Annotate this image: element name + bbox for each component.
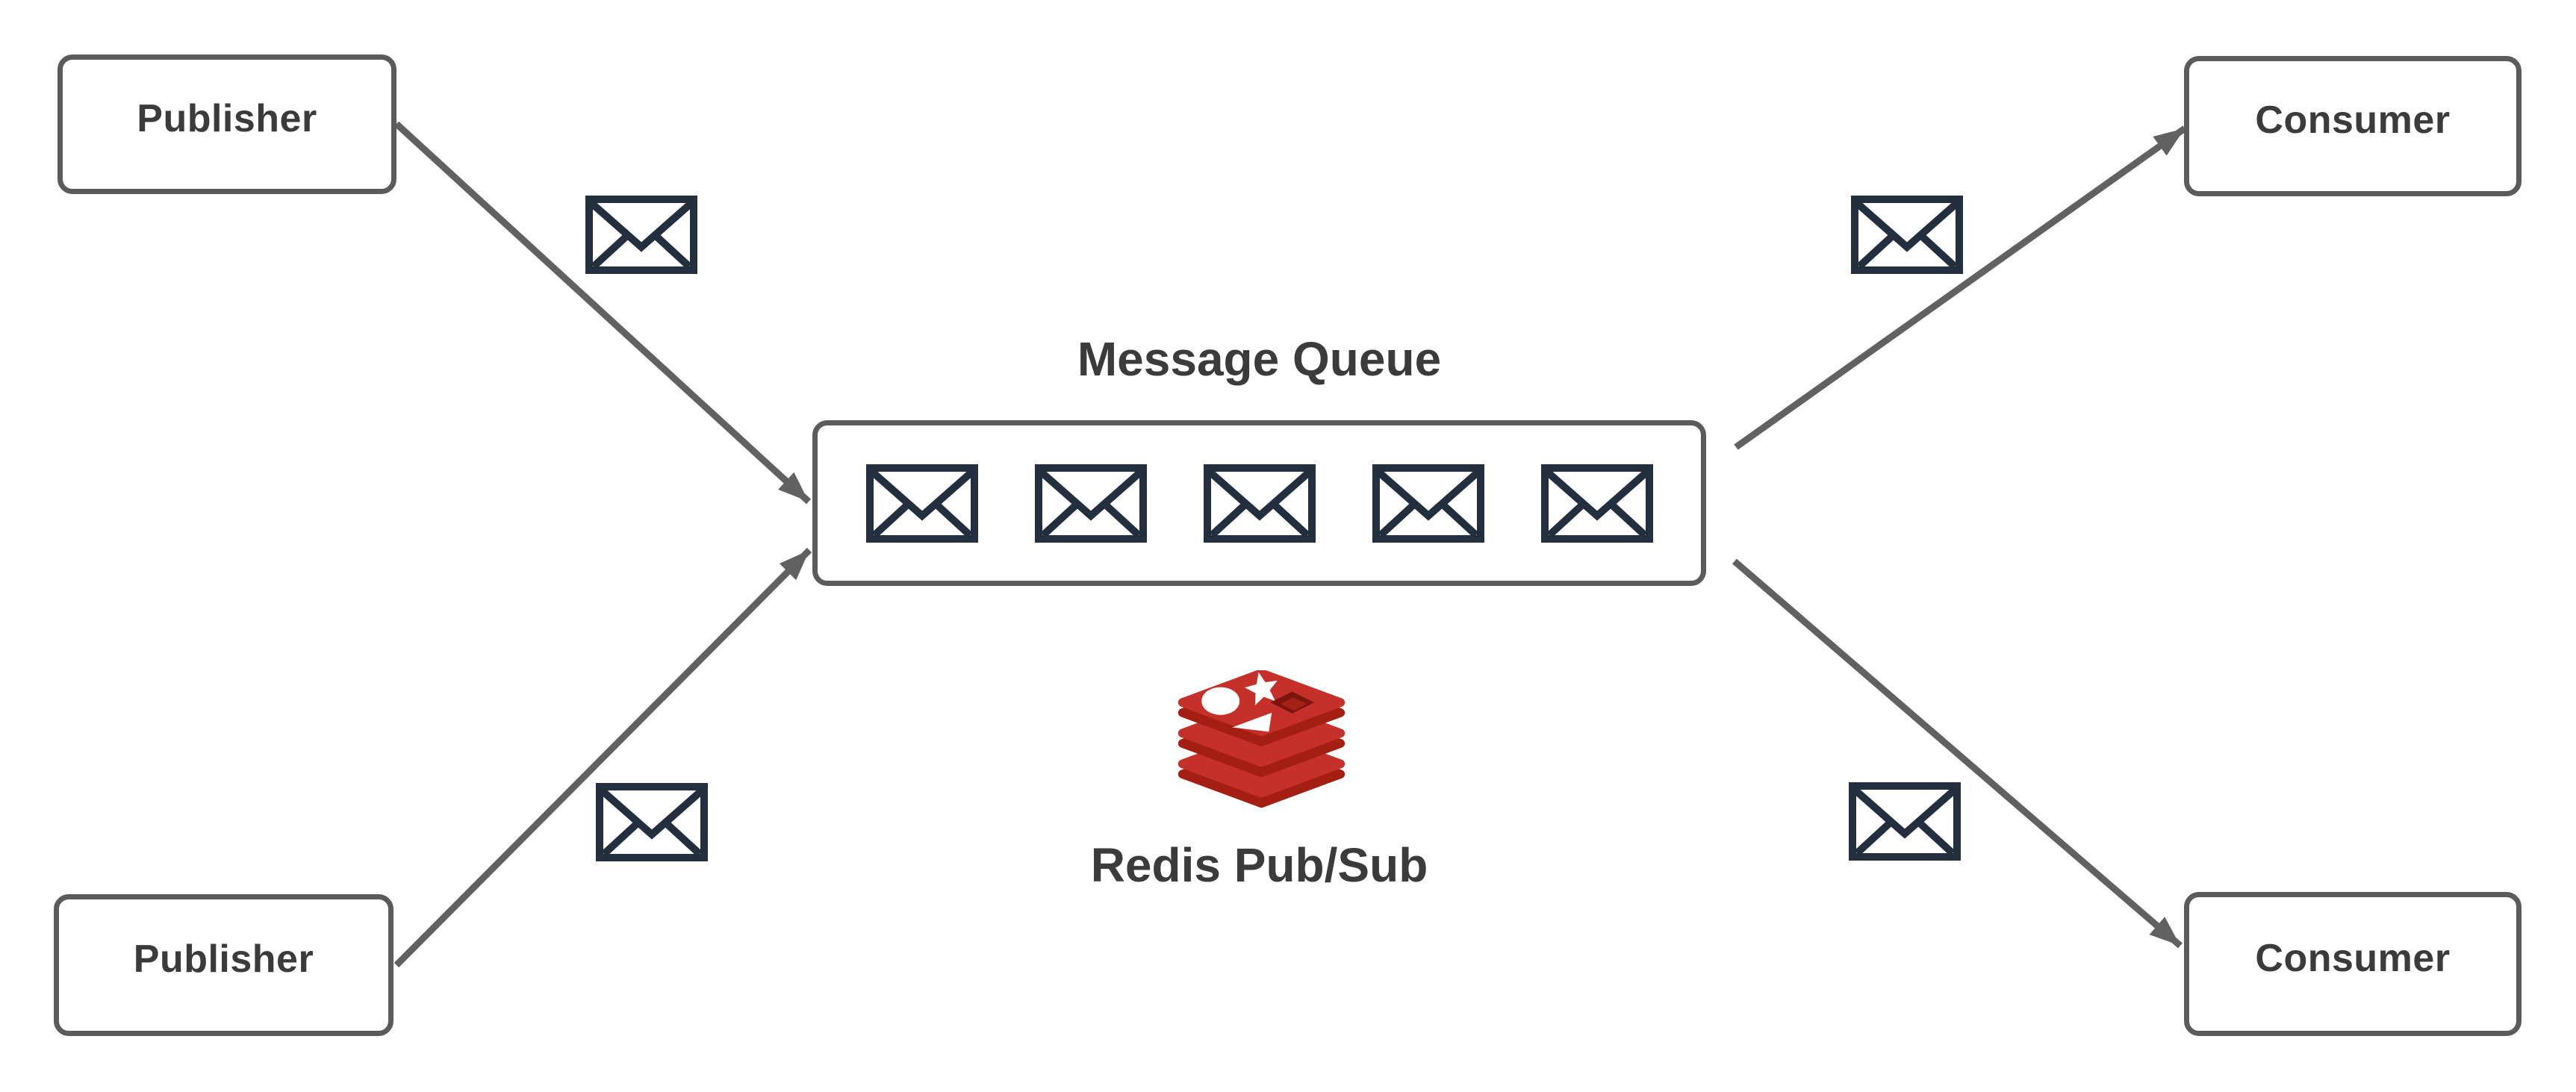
publisher-top-node: Publisher [57, 54, 396, 194]
consumer-bottom-label: Consumer [2255, 936, 2451, 980]
redis-pubsub-label: Redis Pub/Sub [1090, 838, 1428, 892]
consumer-bottom-node: Consumer [2184, 892, 2521, 1036]
envelope-icon [1541, 464, 1653, 543]
redis-circle-shape [1201, 687, 1240, 715]
envelope-icon [596, 783, 708, 861]
envelope-icon [866, 464, 978, 543]
envelope-icon [1849, 782, 1961, 861]
message-queue-box [812, 420, 1706, 586]
arrow-publisher-bottom-to-queue [393, 547, 812, 968]
arrow-queue-to-consumer-bottom [1732, 558, 2183, 949]
arrow-queue-to-consumer-top [1734, 125, 2187, 450]
envelope-icon [1035, 464, 1147, 543]
publisher-bottom-node: Publisher [54, 894, 393, 1036]
arrow-publisher-top-to-queue [393, 121, 812, 505]
publisher-bottom-label: Publisher [133, 937, 314, 981]
redis-logo-icon [1174, 670, 1349, 817]
redis-triangle-shape [1232, 712, 1272, 732]
consumer-top-label: Consumer [2255, 99, 2451, 142]
envelope-icon [585, 196, 697, 274]
envelope-icon [1204, 464, 1316, 543]
redis-star-shape [1245, 672, 1278, 705]
envelope-icon [1372, 464, 1484, 543]
consumer-top-node: Consumer [2184, 56, 2521, 196]
queue-messages [818, 425, 1701, 581]
queue-title: Message Queue [1077, 332, 1442, 386]
envelope-icon [1851, 196, 1963, 274]
publisher-top-label: Publisher [137, 96, 317, 140]
